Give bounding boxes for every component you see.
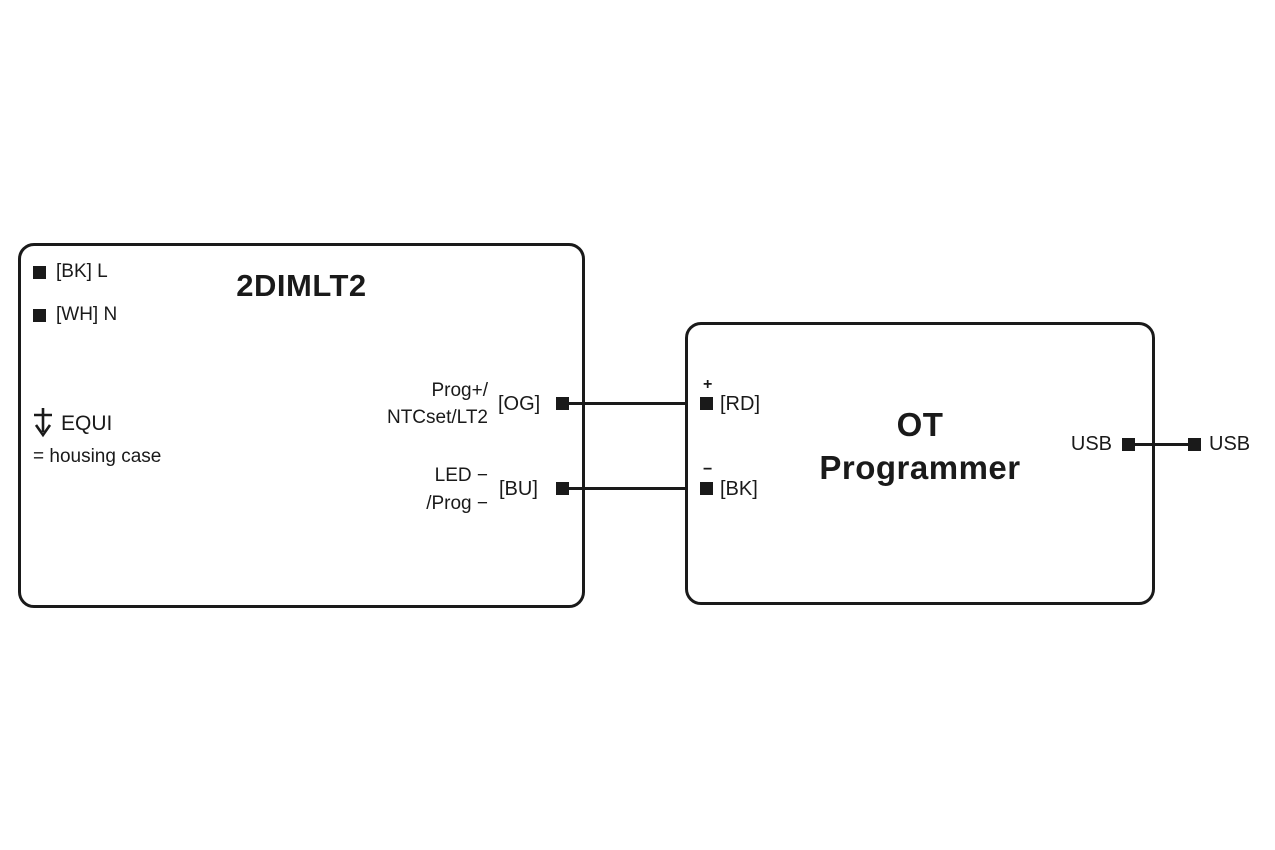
usb-connector-square-outer — [1188, 438, 1201, 451]
equi-label: EQUI — [61, 412, 113, 435]
wire-label-bu: [BU] — [499, 478, 538, 500]
driver-box-title: 2DIMLT2 — [236, 268, 367, 303]
terminal-square-bk — [33, 266, 46, 279]
connector-square-rd — [700, 397, 713, 410]
output-led-label-line2: /Prog − — [426, 493, 488, 514]
usb-wire — [1133, 443, 1193, 446]
polarity-minus-label: − — [703, 461, 713, 478]
connector-square-bk-right — [700, 482, 713, 495]
wire-label-rd: [RD] — [720, 393, 760, 415]
driver-box-outline — [18, 243, 585, 608]
output-prog-plus-label-line2: NTCset/LT2 — [386, 407, 488, 428]
programmer-box-outline — [685, 322, 1155, 605]
wire-bu-to-bk — [562, 487, 708, 490]
usb-label-inside: USB — [1070, 433, 1112, 455]
terminal-square-wh — [33, 309, 46, 322]
equipotential-ground-icon — [34, 408, 52, 438]
programmer-title-line1: OT — [896, 406, 944, 443]
usb-connector-square-inner — [1122, 438, 1135, 451]
terminal-label-bk-l: [BK] L — [56, 261, 108, 282]
output-prog-plus-label-line1: Prog+/ — [431, 380, 488, 401]
terminal-label-wh-n: [WH] N — [56, 304, 118, 325]
wire-og-to-rd — [562, 402, 708, 405]
usb-label-outside: USB — [1209, 433, 1251, 455]
polarity-plus-label: + — [703, 376, 713, 393]
output-led-label-line1: LED − — [434, 465, 488, 486]
programmer-title-line2: Programmer — [819, 449, 1021, 486]
wire-label-og: [OG] — [498, 393, 541, 415]
wire-label-bk: [BK] — [720, 478, 758, 500]
equi-housing-note: = housing case — [33, 446, 162, 467]
